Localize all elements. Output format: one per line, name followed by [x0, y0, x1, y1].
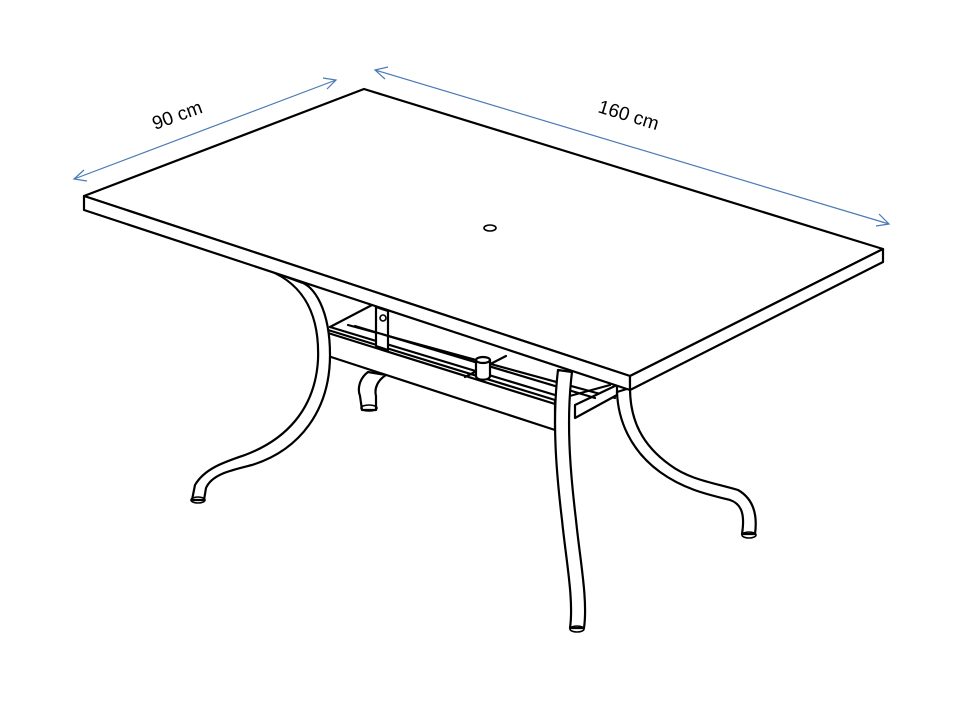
width-dimension-arrow [72, 77, 338, 182]
length-dimension-label: 160 cm [596, 97, 662, 135]
front-center-leg [553, 368, 587, 633]
back-center-leg [357, 370, 388, 412]
umbrella-holder [474, 355, 492, 381]
tabletop [82, 87, 885, 392]
front-left-leg [190, 266, 332, 504]
apron-frame [326, 303, 619, 432]
width-dimension-label: 90 cm [150, 97, 206, 134]
front-right-leg [615, 386, 757, 539]
umbrella-hole [483, 224, 497, 232]
length-dimension-arrow [373, 66, 891, 227]
